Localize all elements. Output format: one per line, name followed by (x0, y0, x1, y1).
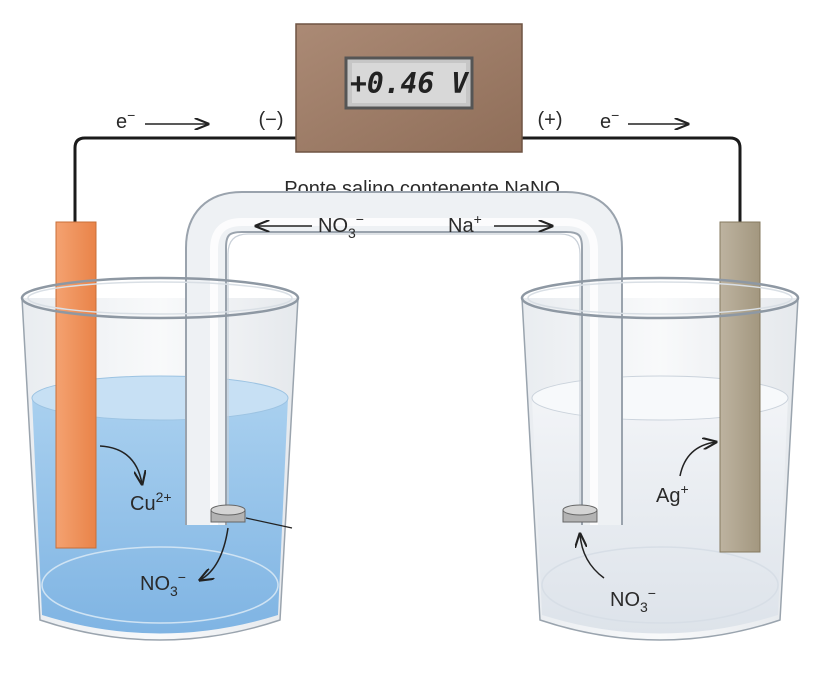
voltmeter-reading: +0.46 V (350, 67, 470, 100)
wire-left (73, 136, 296, 222)
wire-right (520, 136, 742, 222)
bridge-nitrate-label: NO3− (318, 211, 364, 241)
ag-ion-arrow (679, 442, 716, 477)
left-nitrate-arrow (200, 527, 229, 580)
electron-label-left: e− (116, 107, 135, 133)
voltmeter: +0.46 V (295, 23, 523, 153)
cu-ion-label: Cu2+ (130, 489, 172, 515)
right-nitrate-arrow (580, 534, 605, 579)
copper-electrode (55, 221, 97, 549)
right-beaker-rim (520, 276, 800, 320)
negative-terminal-label: (−) (259, 109, 284, 131)
left-beaker-rim (20, 276, 300, 320)
ag-ion-label: Ag+ (656, 481, 689, 507)
positive-terminal-label: (+) (538, 109, 563, 131)
right-nitrate-label: NO3− (610, 585, 656, 615)
bridge-sodium-label: Na+ (448, 211, 482, 237)
cu-ion-arrow (99, 445, 142, 484)
plug-pointer-line (245, 517, 293, 529)
electron-label-right: e− (600, 107, 619, 133)
left-nitrate-label: NO3− (140, 569, 186, 599)
salt-bridge-tube (185, 191, 623, 525)
silver-electrode (719, 221, 761, 553)
